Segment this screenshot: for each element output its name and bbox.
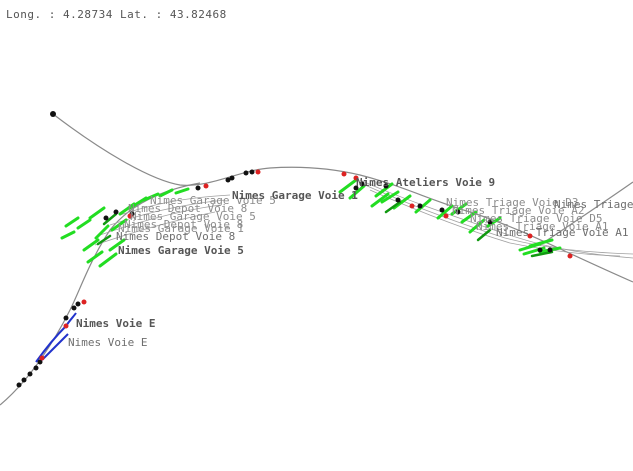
label-triage-voie-a1: Nimes Triage Voie A1	[496, 226, 628, 239]
label-depot-voie-8: Nimes Depot Voie 8	[116, 230, 235, 243]
label-ghost: Nimes Garage Voie 1	[118, 222, 244, 235]
label-ghost: Nimes Garage Voie 5	[130, 210, 256, 223]
station-labels: Nimes Garage Voie 1 Nimes Ateliers Voie …	[68, 176, 633, 349]
label-ghost: Nimes Garage Voie 5	[150, 194, 276, 207]
label-ghost: Nimes Triage Voie A2	[452, 204, 584, 217]
label-garage-voie-5: Nimes Garage Voie 5	[118, 244, 244, 257]
label-ghost: Nimes Triage Voie A1	[476, 220, 608, 233]
switch-cluster-west	[60, 187, 190, 268]
label-ghost: Nimes Depot Voie 8	[128, 202, 247, 215]
signals-black	[16, 111, 553, 388]
label-garage-voie-1: Nimes Garage Voie 1	[232, 189, 358, 202]
switch-cluster-ateliers	[338, 178, 502, 242]
label-voie-e: Nimes Voie E	[68, 336, 147, 349]
label-ghost: Nimes Depot Voie 8	[124, 218, 243, 231]
label-ghost: Nimes Triage Voie D5	[470, 212, 602, 225]
label-triage-voie-d3: Nimes Triage Voie D3	[554, 198, 633, 211]
coordinate-readout: Long. : 4.28734 Lat. : 43.82468	[6, 8, 227, 21]
overlapping-labels: Nimes Depot Voie 8 Nimes Garage Voie 5 N…	[118, 194, 608, 235]
signals-red	[39, 169, 573, 361]
label-ghost: Nimes Triage Voie D3	[446, 196, 578, 209]
track-lines	[0, 113, 633, 406]
label-ateliers-voie-9: Nimes Ateliers Voie 9	[356, 176, 495, 189]
label-voie-e-bold: Nimes Voie E	[76, 317, 155, 330]
